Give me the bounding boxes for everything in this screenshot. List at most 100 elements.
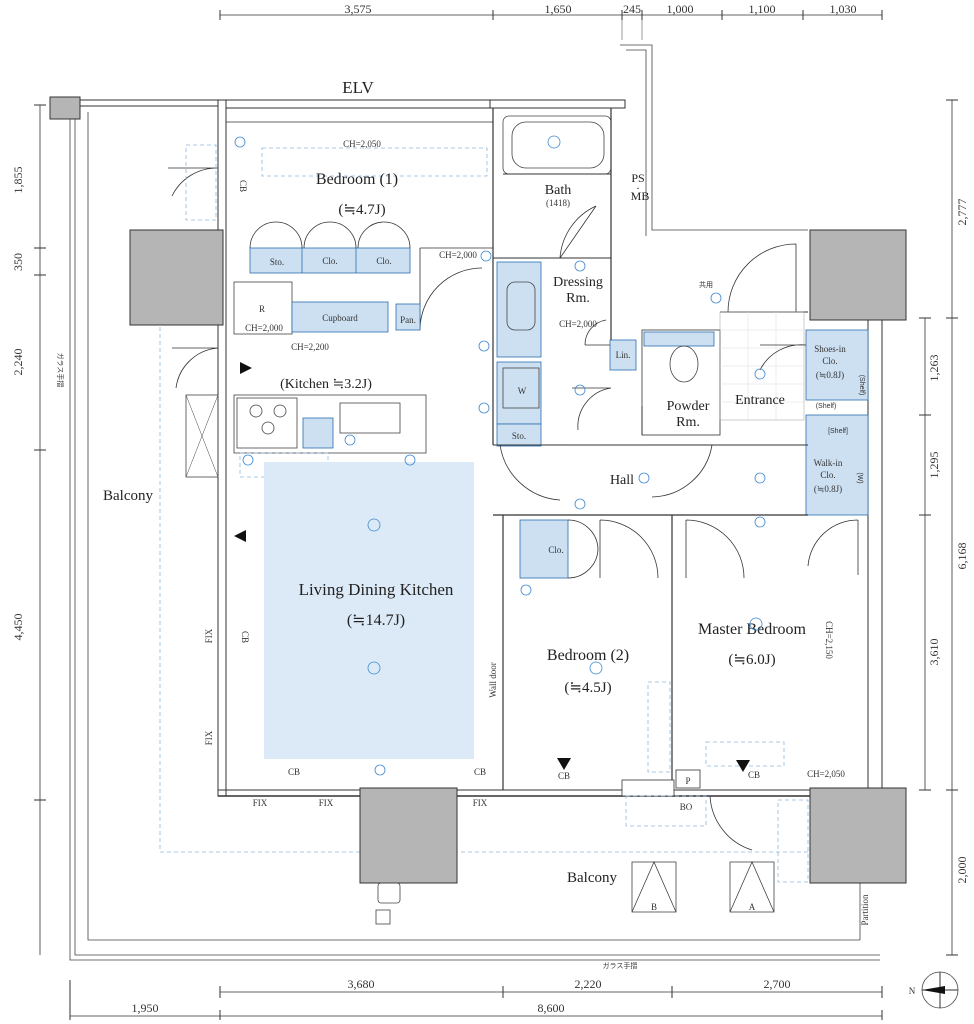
bedroom1-ceiling-height-closet: CH=2,000 bbox=[439, 250, 477, 260]
bedroom2-marker-icon bbox=[557, 758, 571, 770]
master-cb: CB bbox=[748, 770, 760, 780]
hall-label: Hall bbox=[610, 473, 634, 488]
bedroom2-cb: CB bbox=[558, 771, 570, 781]
top-dimension-line bbox=[219, 10, 883, 40]
dressing-sto-label: Sto. bbox=[512, 431, 526, 441]
walkin-shelf: [Shelf] bbox=[828, 428, 848, 435]
right-dim-outer-2: 6,168 bbox=[955, 543, 969, 570]
refrigerator-ceiling-height: CH=2,000 bbox=[245, 323, 283, 333]
partition-label: Partition bbox=[860, 894, 870, 925]
shoes-label-1: Shoes-in bbox=[814, 344, 846, 354]
walkin-label-1: Walk-in bbox=[814, 458, 843, 468]
ps-mb-label-1: PS bbox=[631, 171, 644, 185]
bath-size: (1418) bbox=[546, 198, 570, 208]
ldk-fix-4: FIX bbox=[319, 798, 334, 808]
right-dimension-lines bbox=[919, 99, 958, 956]
bedroom1-label: Bedroom (1) bbox=[316, 171, 398, 188]
top-dim-5: 1,100 bbox=[749, 2, 776, 16]
ldk-fix-2: FIX bbox=[204, 730, 214, 745]
master-bedroom-room bbox=[621, 519, 859, 851]
walkin-w-label: (W) bbox=[856, 472, 863, 483]
kitchen-label: (Kitchen ≒3.2J) bbox=[280, 377, 372, 392]
dressing-label-1: Dressing bbox=[553, 275, 603, 290]
top-dim-1: 3,575 bbox=[345, 2, 372, 16]
balcony-door-middle bbox=[172, 347, 219, 478]
kyoyo-label: 共用 bbox=[699, 280, 713, 289]
master-ceiling-height: CH=2,150 bbox=[824, 621, 834, 659]
washer-label: W bbox=[518, 386, 527, 396]
outdoor-unit-a: A bbox=[749, 902, 756, 912]
bath-label: Bath bbox=[545, 183, 571, 198]
right-dim-inner-3: 3,610 bbox=[927, 639, 941, 666]
column-left bbox=[129, 229, 224, 326]
outdoor-unit-b: B bbox=[651, 902, 657, 912]
right-dim-outer-3: 2,000 bbox=[955, 857, 969, 884]
bedroom1-sto: Sto. bbox=[270, 257, 284, 267]
dressing-ceiling-height: CH=2,000 bbox=[559, 319, 597, 329]
entrance-area bbox=[719, 243, 869, 516]
walkin-label-3: (≒0.8J) bbox=[814, 484, 842, 494]
north-label: N bbox=[909, 986, 916, 996]
master-bedroom-label: Master Bedroom bbox=[698, 621, 807, 638]
walkin-label-2: Clo. bbox=[820, 470, 835, 480]
master-bedroom-size: (≒6.0J) bbox=[728, 652, 775, 668]
left-dim-2: 350 bbox=[11, 253, 25, 271]
ldk-label: Living Dining Kitchen bbox=[299, 580, 454, 599]
bottom-dim-1: 3,680 bbox=[348, 977, 375, 991]
top-dim-3: 245 bbox=[623, 2, 641, 16]
balcony-bottom-label: Balcony bbox=[567, 870, 617, 886]
ldk-fix-3: FIX bbox=[253, 798, 268, 808]
shoes-label-3: (≒0.8J) bbox=[816, 370, 844, 380]
right-dim-outer-1: 2,777 bbox=[955, 199, 969, 226]
bottom-dim-4: 1,950 bbox=[132, 1001, 159, 1015]
ldk-marker-icon bbox=[234, 530, 246, 542]
bedroom1-clo-a: Clo. bbox=[322, 256, 337, 266]
ldk-size: (≒14.7J) bbox=[347, 612, 405, 629]
ldk-cb-bottom-1: CB bbox=[288, 767, 300, 777]
left-dim-3: 2,240 bbox=[11, 349, 25, 376]
bedroom2-closet-label: Clo. bbox=[548, 545, 563, 555]
ps-mb-label-3: MB bbox=[631, 189, 650, 203]
top-dim-2: 1,650 bbox=[545, 2, 572, 16]
bottom-dimension-lines bbox=[69, 980, 883, 1020]
bedroom1-room bbox=[226, 108, 494, 445]
column-bottom-center bbox=[359, 787, 458, 884]
left-dim-1: 1,855 bbox=[11, 167, 25, 194]
column-bottom-right bbox=[809, 787, 907, 884]
ldk-cb-left: CB bbox=[240, 631, 250, 643]
bedroom1-clo-b: Clo. bbox=[376, 256, 391, 266]
bedroom2-size: (≒4.5J) bbox=[564, 680, 611, 696]
ldk-fix-5: FIX bbox=[473, 798, 488, 808]
right-dim-inner-1: 1,263 bbox=[927, 355, 941, 382]
top-dim-6: 1,030 bbox=[830, 2, 857, 16]
dressing-label-2: Rm. bbox=[566, 291, 590, 306]
bottom-dim-5: 8,600 bbox=[538, 1001, 565, 1015]
p-label: P bbox=[685, 776, 690, 786]
powder-label-1: Powder bbox=[667, 399, 710, 414]
right-dim-inner-2: 1,295 bbox=[927, 452, 941, 479]
shoes-label-2: Clo. bbox=[822, 356, 837, 366]
powder-label-2: Rm. bbox=[676, 415, 700, 430]
kitchen-marker-icon bbox=[240, 362, 252, 374]
ldk-floor-highlight bbox=[264, 462, 474, 759]
left-dim-4: 4,450 bbox=[11, 614, 25, 641]
bottom-dim-3: 2,700 bbox=[764, 977, 791, 991]
ps-mb-label-2: · bbox=[636, 181, 640, 195]
balcony-door-upper bbox=[168, 144, 219, 221]
top-dim-4: 1,000 bbox=[667, 2, 694, 16]
ldk-cb-bottom-2: CB bbox=[474, 767, 486, 777]
bedroom1-cb: CB bbox=[238, 180, 248, 192]
north-arrow-icon bbox=[921, 971, 959, 1009]
ceiling-fixture-markers bbox=[234, 135, 766, 776]
shoes-shelf-2: (Shelf) bbox=[816, 403, 837, 410]
column-right-top bbox=[809, 229, 907, 321]
linen-label: Lin. bbox=[616, 350, 631, 360]
bedroom2-label: Bedroom (2) bbox=[547, 647, 629, 664]
master-marker-icon bbox=[736, 760, 750, 772]
glass-rail-bottom-label: ガラス手摺 bbox=[603, 961, 638, 970]
cupboard-label: Cupboard bbox=[322, 313, 358, 323]
pantry-label: Pan. bbox=[400, 315, 416, 325]
elv-label: ELV bbox=[342, 78, 374, 97]
ldk-fix-1: FIX bbox=[204, 628, 214, 643]
